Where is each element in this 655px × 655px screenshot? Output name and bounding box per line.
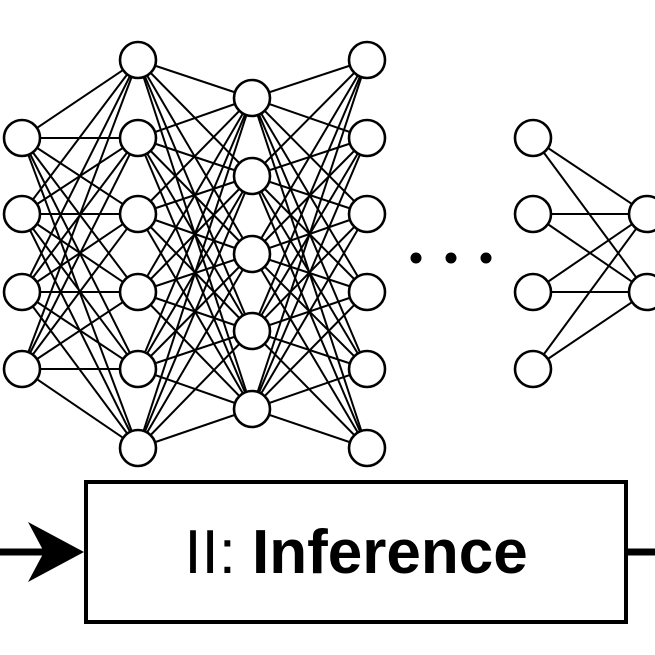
network-edge: [532, 213, 648, 370]
network-node: [232, 389, 272, 429]
network-edge: [137, 97, 253, 215]
network-node: [118, 40, 158, 80]
network-edge: [21, 213, 139, 370]
network-node: [118, 194, 158, 234]
network-node: [347, 118, 387, 158]
network-node: [232, 78, 272, 118]
network-edge: [137, 175, 253, 449]
network-node: [627, 194, 655, 234]
ellipsis-dot: [445, 252, 457, 264]
network-edge: [21, 59, 139, 139]
network-edge: [21, 59, 139, 370]
network-edge: [137, 408, 253, 449]
incoming-arrowhead-icon: [28, 522, 84, 582]
network-edge: [532, 213, 648, 293]
network-node: [513, 272, 553, 312]
network-node: [627, 272, 655, 312]
network-edge: [251, 291, 368, 410]
network-node: [232, 234, 272, 274]
network-edge: [21, 59, 139, 215]
network-node: [513, 194, 553, 234]
network-node: [2, 118, 42, 158]
network-edge: [251, 59, 368, 99]
network-edge: [137, 97, 253, 370]
network-edge: [251, 137, 368, 410]
network-nodes: [2, 40, 655, 468]
network-edge: [251, 408, 368, 449]
network-node: [2, 349, 42, 389]
network-edge: [21, 137, 139, 370]
network-edge: [137, 59, 253, 99]
network-node: [347, 194, 387, 234]
network-edge: [137, 330, 253, 449]
ellipsis-dots: [410, 252, 492, 264]
network-node: [232, 311, 272, 351]
network-node: [118, 118, 158, 158]
network-edge: [251, 59, 368, 255]
network-edge: [532, 291, 648, 370]
network-node: [347, 40, 387, 80]
network-edge: [21, 368, 139, 449]
network-node: [2, 272, 42, 312]
ellipsis-dot: [480, 252, 492, 264]
network-node: [118, 349, 158, 389]
ellipsis-dot: [410, 252, 422, 264]
network-node: [347, 349, 387, 389]
flow-arrows: [0, 522, 655, 582]
network-edge: [251, 368, 368, 410]
network-edge: [251, 59, 368, 410]
network-edge: [532, 137, 648, 215]
inference-stage-box: II: Inference: [84, 480, 628, 624]
network-edge: [251, 59, 368, 332]
network-node: [2, 194, 42, 234]
network-node: [347, 428, 387, 468]
stage-number-label: II:: [184, 517, 236, 587]
network-connections: [21, 59, 648, 449]
network-edge: [21, 291, 139, 370]
network-node: [513, 118, 553, 158]
network-node: [118, 272, 158, 312]
network-node: [232, 156, 272, 196]
network-edge: [137, 253, 253, 449]
network-node: [118, 428, 158, 468]
stage-name-label: Inference: [252, 517, 528, 587]
network-edge: [137, 97, 253, 449]
network-edge: [137, 97, 253, 293]
network-node: [513, 349, 553, 389]
network-edge: [251, 59, 368, 177]
network-edge: [137, 97, 253, 139]
network-node: [347, 272, 387, 312]
network-edge: [251, 213, 368, 410]
network-edge: [21, 59, 139, 293]
